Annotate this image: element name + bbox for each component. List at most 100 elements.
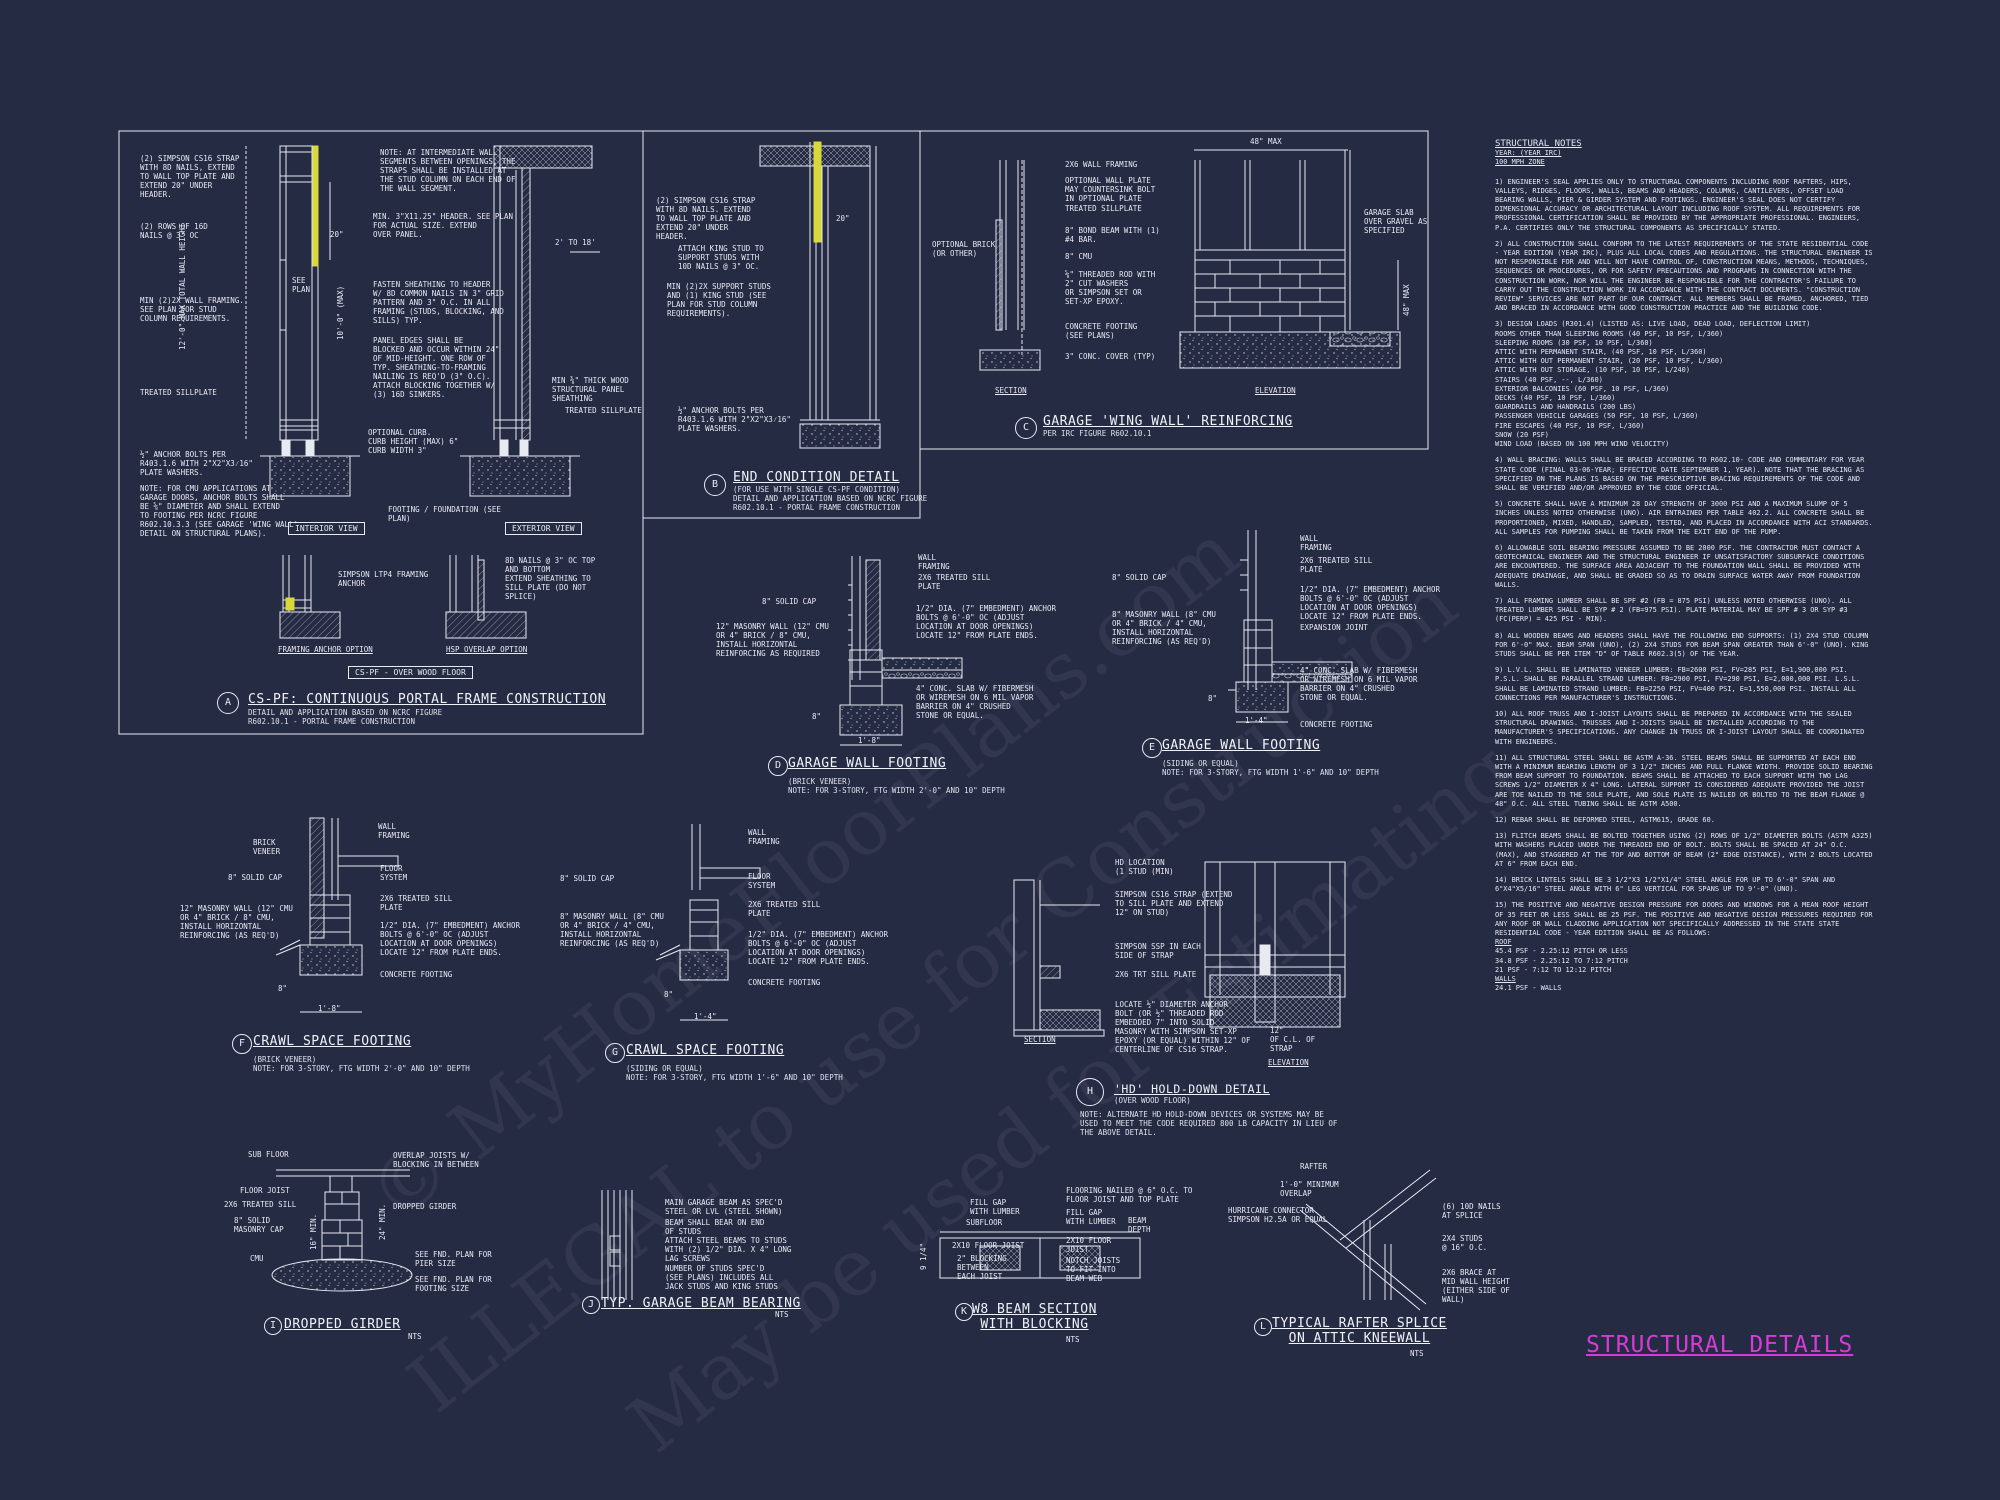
structural-note-12: 12) REBAR SHALL BE DEFORMED STEEL, ASTM6… <box>1495 816 1715 824</box>
detail-c-dim-side: 48" MAX <box>1402 284 1411 316</box>
detail-l-note-6: 2x6 BRACE AT MID WALL HEIGHT (EITHER SID… <box>1442 1268 1510 1304</box>
detail-c-elevation <box>1179 149 1401 369</box>
detail-a-note-10: PANEL EDGES SHALL BE BLOCKED AND OCCUR W… <box>373 336 500 399</box>
detail-g-drawing <box>655 824 761 1021</box>
sheet-title: STRUCTURAL DETAILS <box>1586 1332 1854 1358</box>
design-load-9: GUARDRAILS AND HANDRAILS (200 LBS) <box>1495 403 1637 412</box>
detail-c-subtitle: PER IRC FIGURE R602.10.1 <box>1043 429 1152 438</box>
detail-j-note-1: MAIN GARAGE BEAM AS SPEC'D STEEL OR LVL … <box>665 1198 783 1216</box>
pressure-walls: WALLS <box>1495 975 1516 984</box>
detail-e-dim-1: 1'-4" <box>1245 716 1268 725</box>
detail-f-dim-1: 1'-8" <box>318 1004 341 1013</box>
detail-b-note-4: ½" ANCHOR BOLTS PER R403.1.6 WITH 2"x2"x… <box>678 406 791 433</box>
detail-b-dim: 20" <box>836 214 850 223</box>
detail-l-note-2: 1'-0" MINIMUM OVERLAP <box>1280 1180 1339 1198</box>
detail-c-title: GARAGE 'WING WALL' REINFORCING <box>1043 414 1293 429</box>
detail-f-note-8: CONCRETE FOOTING <box>380 970 453 979</box>
design-load-5: ATTIC WITH OUT STORAGE, (10 PSF, 10 PSF,… <box>1495 366 1690 375</box>
detail-i-dim-1: 16" MIN. <box>309 1213 318 1250</box>
design-load-10: PASSENGER VEHICLE GARAGES (50 PSF, 10 PS… <box>1495 412 1699 421</box>
detail-l-note-4: (6) 10d NAILS AT SPLICE <box>1442 1202 1501 1220</box>
detail-e-dim-2: 8" <box>1208 694 1218 703</box>
detail-a-dim-10ft: 10'-0" (MAX) <box>336 285 345 340</box>
frame-detail-b <box>642 130 921 519</box>
detail-h-note: NOTE: ALTERNATE HD HOLD-DOWN DEVICES OR … <box>1080 1110 1338 1137</box>
detail-a-subtitle: DETAIL AND APPLICATION BASED ON NCRC FIG… <box>248 708 443 726</box>
detail-f-note-2: BRICK VENEER <box>253 838 281 856</box>
structural-note-9: 9) L.V.L. SHALL BE LAMINATED VENEER LUMB… <box>1495 666 1861 702</box>
detail-a-note-9: FASTEN SHEATHING TO HEADER W/ 8d COMMON … <box>373 280 504 325</box>
detail-d-dim-2: 8" <box>812 712 822 721</box>
detail-c-elevation-label: ELEVATION <box>1255 386 1296 395</box>
pressure-3: 21 PSF - 7:12 TO 12:12 PITCH <box>1495 965 1612 974</box>
detail-i-title: DROPPED GIRDER <box>284 1317 401 1332</box>
detail-c-section <box>979 160 1041 371</box>
pressure-roof: ROOF <box>1495 938 1512 947</box>
structural-note-1: 1) ENGINEER'S SEAL APPLIES ONLY TO STRUC… <box>1495 177 1861 232</box>
detail-f-note-5: 2x6 TREATED SILL PLATE <box>380 894 453 912</box>
structural-notes: STRUCTURAL NOTES YEAR: (YEAR IRC) 100 mp… <box>1495 139 1875 993</box>
detail-b-title: END CONDITION DETAIL <box>733 470 900 485</box>
detail-a-note-1: (2) SIMPSON CS16 STRAP WITH 8d NAILS, EX… <box>140 154 240 199</box>
detail-j-drawing <box>601 1190 633 1300</box>
detail-f-note-7: 1/2" DIA. (7" EMBEDMENT) ANCHOR BOLTS @ … <box>380 921 520 957</box>
detail-d-note-2: 2x6 TREATED SILL PLATE <box>918 573 991 591</box>
detail-k-note-6: FILL GAP WITH LUMBER <box>1066 1208 1116 1226</box>
detail-f-marker: F <box>232 1034 252 1054</box>
detail-g-marker: G <box>605 1043 625 1063</box>
detail-a-dim-wall-height: 12'-0" MAX TOTAL WALL HEIGHT <box>178 223 187 350</box>
detail-a-hsp-overlap <box>445 555 527 639</box>
detail-l-note-5: 2x4 STUDS @ 16" O.C. <box>1442 1234 1488 1252</box>
detail-a-over-wood-floor-label: CS-PF - OVER WOOD FLOOR <box>348 666 473 679</box>
design-load-8: DECKS (40 PSF, 10 PSF, L/360) <box>1495 394 1616 403</box>
detail-g-subtitle: (SIDING OR EQUAL) NOTE: FOR 3-STORY, FTG… <box>626 1064 843 1082</box>
structural-note-2: 2) ALL CONSTRUCTION SHALL CONFORM TO THE… <box>1495 239 1873 313</box>
structural-note-11: 11) ALL STRUCTURAL STEEL SHALL BE ASTM A… <box>1495 753 1873 808</box>
detail-c-note-5: 8" CMU <box>1065 252 1093 261</box>
detail-k-note-1: FILL GAP WITH LUMBER <box>970 1198 1020 1216</box>
structural-notes-heading: STRUCTURAL NOTES <box>1495 139 1582 149</box>
detail-g-dim-1: 1'-4" <box>694 1012 717 1021</box>
detail-h-subtitle: (OVER WOOD FLOOR) <box>1114 1096 1191 1105</box>
detail-a-dim-20: 20" <box>330 230 344 239</box>
detail-b-note-3: MIN (2)2X SUPPORT STUDS AND (1) KING STU… <box>667 282 771 318</box>
detail-f-note-6: 12" MASONRY WALL (12" CMU OR 4" BRICK / … <box>180 904 293 940</box>
detail-a-note-16: 8d NAILS @ 3" OC TOP AND BOTTOM <box>505 556 596 574</box>
detail-f-note-3: FLOOR SYSTEM <box>380 864 408 882</box>
detail-a-title: CS-PF: CONTINUOUS PORTAL FRAME CONSTRUCT… <box>248 692 607 707</box>
detail-a-note-8: MIN. 3"x11.25" HEADER. SEE PLAN FOR ACTU… <box>373 212 513 239</box>
detail-h-note-4: 2x6 TRT SILL PLATE <box>1115 970 1197 979</box>
detail-b-marker: B <box>704 474 726 496</box>
detail-j-note-2: BEAM SHALL BEAR ON END OF STUDS <box>665 1218 765 1236</box>
structural-notes-year: YEAR: (YEAR IRC) <box>1495 149 1562 158</box>
detail-j-note-3: ATTACH STEEL BEAMS TO STUDS WITH (2) 1/2… <box>665 1236 792 1263</box>
design-load-11: FIRE ESCAPES (40 PSF, 10 PSF, L/360) <box>1495 421 1645 430</box>
detail-k-nts: NTS <box>1066 1335 1080 1344</box>
detail-a-note-15: SIMPSON LTP4 FRAMING ANCHOR <box>338 570 429 588</box>
structural-note-13: 13) FLITCH BEAMS SHALL BE BOLTED TOGETHE… <box>1495 832 1873 868</box>
detail-d-title: GARAGE WALL FOOTING <box>788 756 947 771</box>
detail-g-dim-2: 8" <box>664 990 674 999</box>
detail-a-dim-2to18: 2' TO 18' <box>555 238 596 247</box>
detail-g-note-6: 1/2" DIA. (7" EMBEDMENT) ANCHOR BOLTS @ … <box>748 930 888 966</box>
detail-i-note-2: OVERLAP JOISTS W/ BLOCKING IN BETWEEN <box>393 1151 479 1169</box>
detail-c-marker: C <box>1015 417 1037 439</box>
detail-i-note-6: DROPPED GIRDER <box>393 1202 457 1211</box>
detail-d-note-5: 1/2" DIA. (7" EMBEDMENT) ANCHOR BOLTS @ … <box>916 604 1056 640</box>
design-load-6: STAIRS (40 PSF, --, L/360) <box>1495 375 1603 384</box>
detail-g-note-1: WALL FRAMING <box>748 828 780 846</box>
detail-g-note-7: CONCRETE FOOTING <box>748 978 821 987</box>
structural-note-3: 3) DESIGN LOADS (R301.4) (LISTED AS: LIV… <box>1495 320 1811 329</box>
structural-note-6: 6) ALLOWABLE SOIL BEARING PRESSURE ASSUM… <box>1495 543 1865 589</box>
detail-a-note-7: NOTE: AT INTERMEDIATE WALL SEGMENTS BETW… <box>380 148 516 193</box>
pressure-4: 24.1 PSF - WALLS <box>1495 984 1562 993</box>
detail-d-note-1: WALL FRAMING <box>918 553 950 571</box>
detail-c-section-label: SECTION <box>995 386 1027 395</box>
detail-i-note-7: CMU <box>250 1254 264 1263</box>
detail-i-marker: I <box>264 1317 282 1335</box>
detail-j-marker: J <box>582 1296 600 1314</box>
detail-d-marker: D <box>768 756 788 776</box>
detail-f-subtitle: (BRICK VENEER) NOTE: FOR 3-STORY, FTG WI… <box>253 1055 470 1073</box>
detail-f-dim-2: 8" <box>278 984 288 993</box>
detail-c-note-10: GARAGE SLAB OVER GRAVEL AS SPECIFIED <box>1364 208 1428 235</box>
